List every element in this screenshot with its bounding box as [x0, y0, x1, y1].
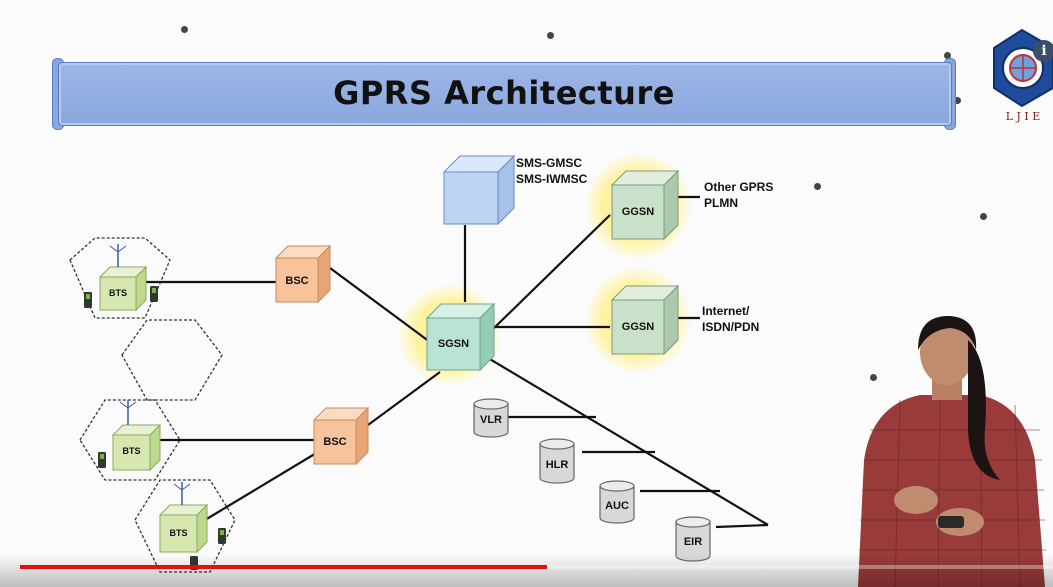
isdn-pdn-label: ISDN/PDN: [702, 320, 760, 334]
bsc-bottom-label: BSC: [323, 436, 347, 448]
internet-label: Internet/: [702, 304, 750, 318]
eir-database: [675, 516, 711, 562]
bsc-top-box: [274, 244, 332, 304]
bts-2-label: BTS: [122, 446, 141, 456]
bts-1-box: [98, 244, 148, 312]
ggsn-bottom-label: GGSN: [621, 321, 655, 333]
bsc-top-label: BSC: [285, 275, 309, 287]
cell-hex: [69, 237, 171, 319]
vlr-label: VLR: [480, 414, 502, 426]
ggsn-top-label: GGSN: [621, 206, 655, 218]
auc-label: AUC: [605, 500, 629, 512]
sgsn-box: [425, 302, 496, 372]
eir-label: EIR: [683, 536, 703, 548]
presenter-image: [858, 315, 1046, 587]
video-progress-bar[interactable]: [20, 565, 1053, 569]
video-progress-played: [20, 565, 547, 569]
decorative-dot: [870, 374, 877, 381]
decorative-dot: [980, 213, 987, 220]
info-icon[interactable]: i: [1033, 40, 1053, 62]
slide-title: GPRS Architecture: [333, 74, 675, 112]
bts-3-box: [158, 482, 209, 554]
decorative-dot: [547, 32, 554, 39]
auc-database: [599, 480, 635, 524]
decorative-dot: [954, 97, 961, 104]
decorative-dot: [944, 52, 951, 59]
sms-iwmsc-label: SMS-IWMSC: [516, 172, 588, 186]
decorative-dot: [181, 26, 188, 33]
gprs-diagram: [69, 154, 769, 573]
sms-center-box: [442, 154, 516, 226]
plmn-label: PLMN: [704, 196, 738, 210]
hlr-database: [539, 438, 575, 484]
other-gprs-label: Other GPRS: [704, 180, 774, 194]
sms-gmsc-label: SMS-GMSC: [516, 156, 582, 170]
ggsn-top-box: [610, 169, 680, 241]
cell-hex: [79, 399, 181, 481]
vlr-database: [473, 398, 509, 438]
hlr-label: HLR: [545, 459, 569, 471]
bts-3-label: BTS: [169, 528, 188, 538]
cell-hex: [121, 319, 223, 401]
sgsn-label: SGSN: [437, 338, 470, 350]
cell-hex: [134, 479, 236, 573]
logo-letters: L J I E: [1006, 110, 1041, 123]
bts-2-box: [111, 400, 162, 472]
ggsn-bottom-box: [610, 284, 680, 356]
title-banner: [58, 62, 952, 126]
decorative-dot: [814, 183, 821, 190]
player-bottom-gradient: [0, 555, 1053, 587]
bsc-bottom-box: [312, 406, 370, 466]
bts-1-label: BTS: [109, 288, 127, 298]
